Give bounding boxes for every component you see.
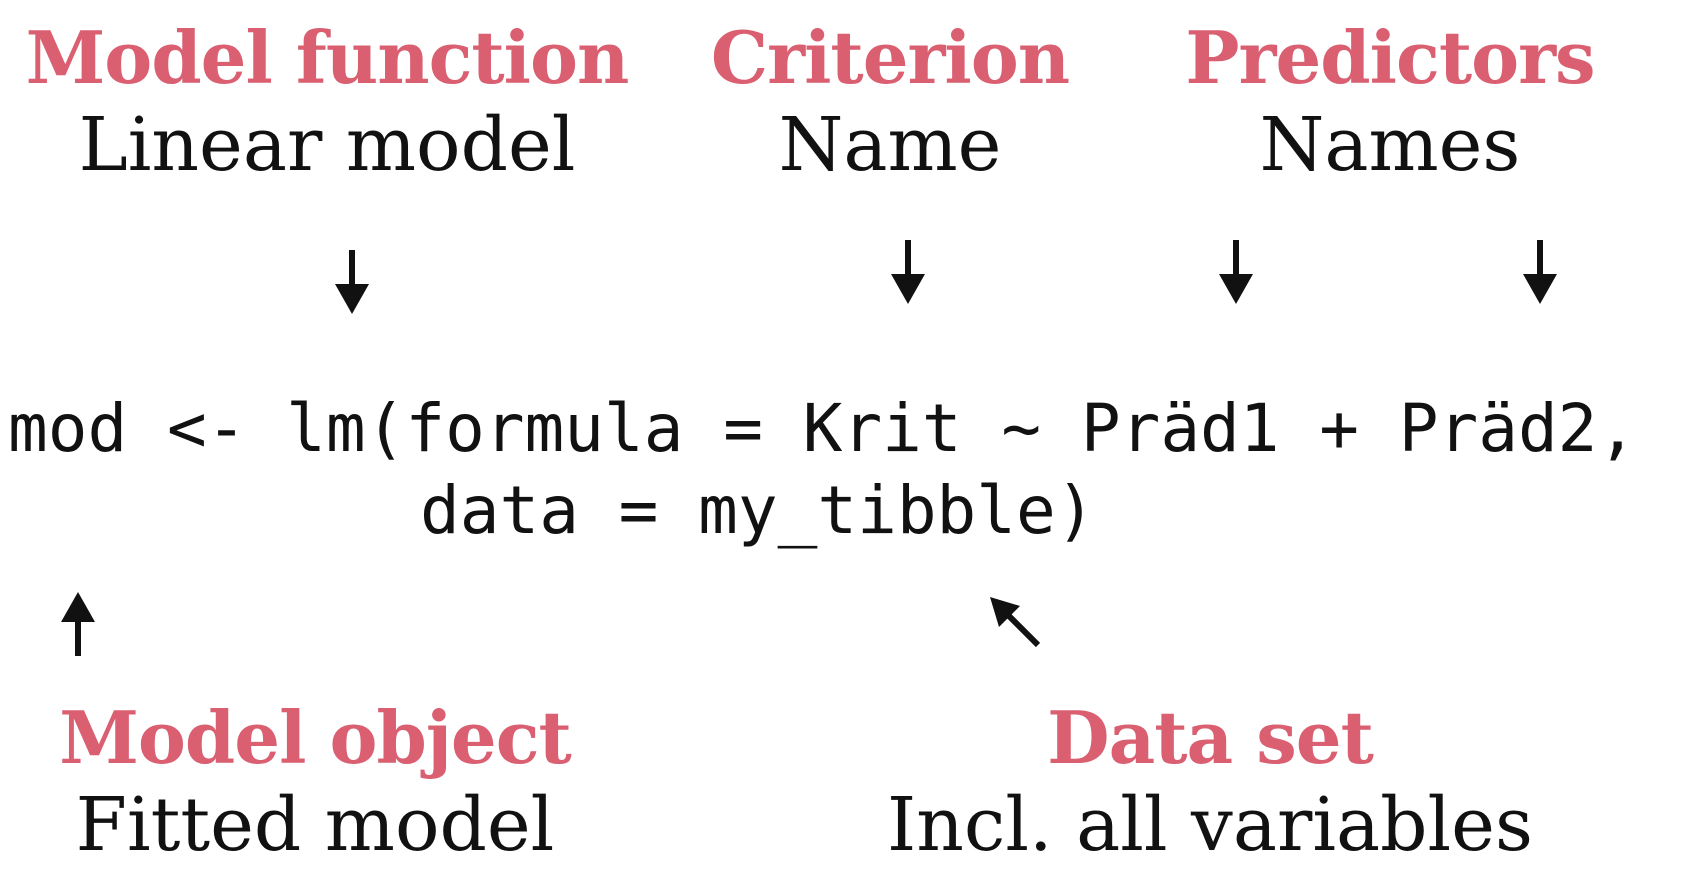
criterion-heading: Criterion <box>710 15 1070 100</box>
model-function-heading: Model function <box>25 15 630 100</box>
data-set-description: Incl. all variables <box>887 782 1533 868</box>
model-object-description: Fitted model <box>75 782 555 868</box>
arrow-predictor-2 <box>1523 240 1557 304</box>
predictors-description: Names <box>1259 102 1521 188</box>
model-function-description: Linear model <box>78 102 576 188</box>
predictors-label: Predictors Names <box>1170 15 1610 188</box>
predictors-heading: Predictors <box>1185 15 1595 100</box>
arrow-predictor-1 <box>1219 240 1253 304</box>
model-function-label: Model function Linear model <box>12 15 642 188</box>
arrow-criterion <box>891 240 925 304</box>
model-object-label: Model object Fitted model <box>30 695 600 868</box>
model-object-heading: Model object <box>59 695 572 780</box>
arrow-data-set <box>990 597 1041 648</box>
arrow-model-function <box>335 250 369 314</box>
criterion-description: Name <box>778 102 1002 188</box>
code-line-1: mod <- lm(formula = Krit ~ Präd1 + Präd2… <box>8 390 1638 467</box>
criterion-label: Criterion Name <box>700 15 1080 188</box>
data-set-heading: Data set <box>1047 695 1374 780</box>
arrow-model-object <box>61 592 95 656</box>
code-line-2: data = my_tibble) <box>420 472 1096 549</box>
data-set-label: Data set Incl. all variables <box>860 695 1560 868</box>
